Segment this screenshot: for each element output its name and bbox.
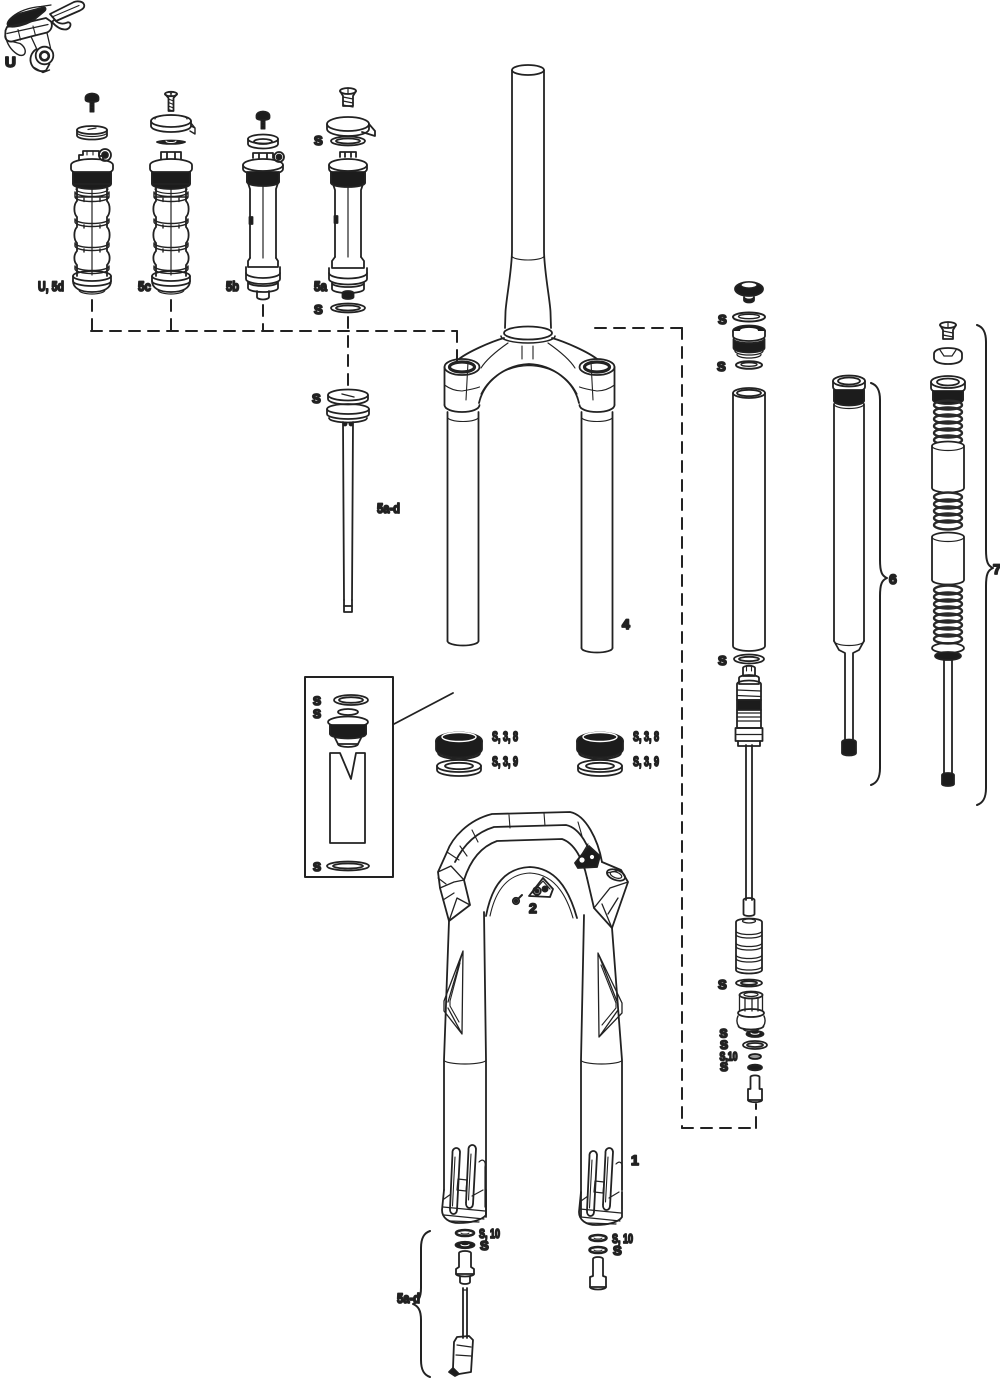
svg-text:S: S [313,860,321,874]
svg-text:S, 3, 9: S, 3, 9 [492,753,518,769]
svg-text:S: S [717,359,726,374]
svg-text:S: S [313,707,321,721]
svg-text:S: S [313,694,321,708]
svg-text:S: S [613,1243,622,1258]
svg-text:S: S [720,1027,728,1041]
svg-text:U, 5d: U, 5d [38,278,64,294]
svg-text:S: S [718,312,727,327]
svg-text:5c: 5c [138,278,151,294]
svg-text:1: 1 [631,1152,639,1168]
svg-text:5a-d: 5a-d [377,500,400,516]
svg-text:S: S [720,1038,728,1052]
svg-text:S: S [720,1060,728,1074]
svg-text:S: S [314,133,323,148]
svg-text:S: S [314,302,323,317]
svg-text:S, 3, 8: S, 3, 8 [633,728,659,744]
svg-text:5a: 5a [314,278,327,294]
svg-text:S: S [312,391,321,406]
svg-text:2: 2 [529,900,537,916]
svg-text:5a-d: 5a-d [397,1290,420,1306]
svg-text:S,10: S,10 [720,1050,738,1064]
svg-text:U: U [5,54,16,71]
svg-text:S: S [718,653,727,668]
svg-text:7: 7 [993,561,1000,577]
svg-text:S, 10: S, 10 [479,1226,500,1241]
svg-text:S: S [480,1238,489,1253]
svg-text:5b: 5b [226,278,239,294]
svg-text:6: 6 [889,571,897,587]
svg-text:S, 3, 9: S, 3, 9 [633,753,659,769]
svg-text:S, 10: S, 10 [612,1231,633,1246]
svg-text:S: S [718,977,727,992]
svg-text:4: 4 [622,616,630,632]
svg-text:S, 3, 8: S, 3, 8 [492,728,518,744]
